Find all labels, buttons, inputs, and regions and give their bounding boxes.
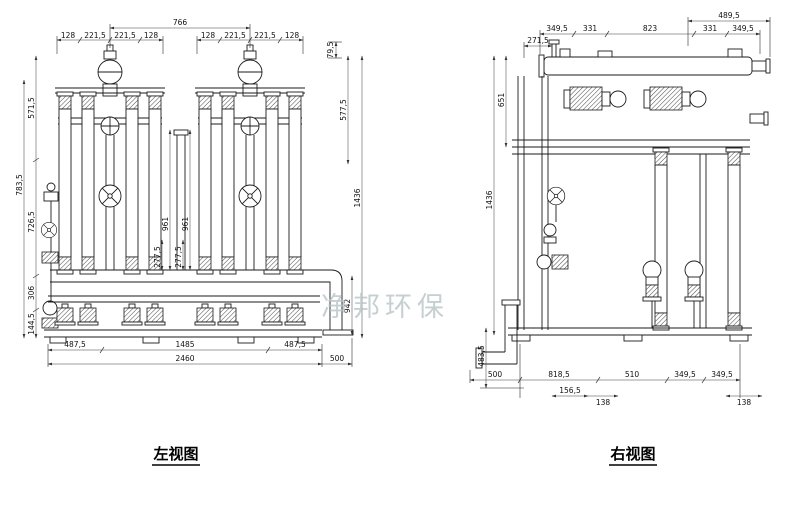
- dim-label: 349,5: [711, 370, 733, 379]
- dim-label: 331: [703, 24, 718, 33]
- left-view-title: 左视图: [152, 445, 198, 463]
- dim-label: 766: [173, 18, 188, 27]
- dim-label: 138: [737, 398, 752, 407]
- dim-label: 331: [583, 24, 598, 33]
- dim-label: 271,5: [527, 36, 549, 45]
- filter-column: [56, 91, 74, 275]
- dim-label: 487,5: [64, 340, 86, 349]
- base-pump-unit: [77, 303, 99, 326]
- dim-label: 500: [330, 354, 345, 363]
- base-frame: [44, 295, 322, 344]
- vessel-group-right: [195, 44, 305, 275]
- left-view-dimensions: 128 221,5 221,5 128 766 128 221,5 221,5 …: [15, 18, 364, 367]
- dim-label: 128: [144, 31, 159, 40]
- dim-label: 79,5: [326, 41, 335, 58]
- dim-label: 823: [643, 24, 658, 33]
- dim-label: 138: [596, 398, 611, 407]
- base-pump-unit: [261, 303, 283, 326]
- left-view: 128 221,5 221,5 128 766 128 221,5 221,5 …: [15, 18, 364, 466]
- watermark-text: 净邦环保: [321, 292, 449, 323]
- dome-motor: [237, 44, 263, 85]
- dim-label: 277,5: [153, 246, 162, 268]
- outlet-pipe: [475, 299, 521, 369]
- filter-column: [196, 91, 214, 275]
- right-view: 489,5 349,5 331 823 331 349,5 271,5 651 …: [469, 11, 771, 466]
- handwheel-valve: [546, 186, 566, 206]
- horizontal-tank: [538, 39, 771, 78]
- dim-label: 942: [343, 299, 352, 314]
- filter-column: [123, 91, 141, 275]
- dim-label: 783,5: [15, 174, 24, 196]
- handwheel-valve: [238, 184, 262, 208]
- dim-ticks-bottom: [469, 344, 741, 398]
- handwheel-valve: [98, 184, 122, 208]
- left-view-caption: 左视图: [152, 445, 200, 466]
- dim-label: 510: [625, 370, 640, 379]
- dim-label: 221,5: [114, 31, 136, 40]
- outlet-pipe: [50, 269, 354, 336]
- side-valve-stack: [40, 182, 59, 329]
- dim-label: 651: [497, 93, 506, 108]
- dim-label: 726,5: [27, 211, 36, 233]
- dim-label: 1436: [353, 188, 362, 207]
- dim-label: 961: [161, 217, 170, 232]
- dim-label: 961: [181, 217, 190, 232]
- center-riser-pipe: [173, 129, 189, 270]
- dim-label: 1485: [175, 340, 194, 349]
- side-valve-stack: [536, 186, 569, 270]
- right-view-drawing: [475, 39, 771, 369]
- dim-label: 2460: [175, 354, 194, 363]
- filter-column: [652, 147, 670, 331]
- dim-label: 1436: [485, 190, 494, 209]
- dim-ticks-left: [32, 157, 40, 313]
- filter-column: [286, 91, 304, 275]
- base-pump-unit: [144, 303, 166, 326]
- dim-label: 818,5: [548, 370, 570, 379]
- vertical-pump-unit: [684, 260, 704, 302]
- dim-label: 221,5: [224, 31, 246, 40]
- base-frame: [508, 327, 752, 342]
- right-view-title: 右视图: [610, 445, 655, 463]
- filter-column: [725, 147, 743, 331]
- dim-label: 128: [61, 31, 76, 40]
- dim-label: 483,5: [477, 345, 486, 367]
- dim-label: 489,5: [718, 11, 740, 20]
- dim-label: 306: [27, 286, 36, 301]
- dim-ticks-top: [56, 24, 304, 54]
- dim-label: 221,5: [254, 31, 276, 40]
- dim-label: 277,5: [174, 246, 183, 268]
- base-pump-unit: [194, 303, 216, 326]
- horizontal-pump-units: [563, 86, 707, 111]
- dim-label: 487,5: [284, 340, 306, 349]
- pump-circle: [100, 116, 120, 136]
- dim-label: 349,5: [546, 24, 568, 33]
- dim-label: 128: [285, 31, 300, 40]
- handwheel-valve: [40, 221, 58, 239]
- dim-label: 144,5: [27, 313, 36, 335]
- dome-motor: [97, 44, 123, 85]
- dim-label: 577,5: [339, 99, 348, 121]
- filter-column: [263, 91, 281, 275]
- dim-label: 500: [488, 370, 503, 379]
- dim-label: 349,5: [674, 370, 696, 379]
- base-pump-unit: [54, 303, 76, 326]
- right-view-caption: 右视图: [609, 445, 657, 466]
- right-view-dimensions: 489,5 349,5 331 823 331 349,5 271,5 651 …: [469, 11, 771, 407]
- pump-circle: [240, 116, 260, 136]
- dim-label: 571,5: [27, 97, 36, 119]
- dim-label: 128: [201, 31, 216, 40]
- dim-label: 156,5: [559, 386, 581, 395]
- filter-column: [219, 91, 237, 275]
- filter-column: [79, 91, 97, 275]
- left-view-drawing: [40, 44, 354, 344]
- vertical-pump-unit: [642, 260, 662, 302]
- base-pump-unit: [284, 303, 306, 326]
- base-pump-unit: [121, 303, 143, 326]
- dim-label: 349,5: [732, 24, 754, 33]
- vessel-group-left: [55, 44, 165, 275]
- base-pump-unit: [217, 303, 239, 326]
- dim-label: 221,5: [84, 31, 106, 40]
- dim-ticks-top: [539, 30, 761, 54]
